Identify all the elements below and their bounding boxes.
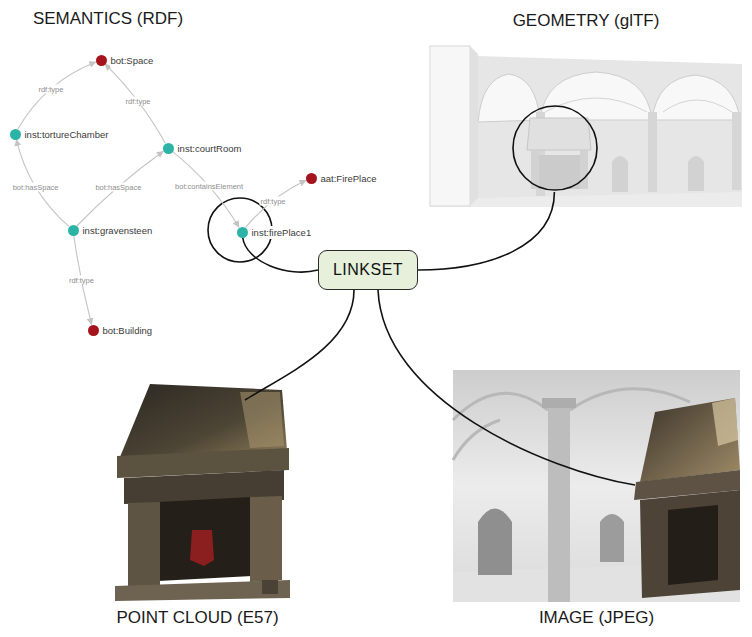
door [600, 514, 624, 562]
highlight-circle [513, 106, 597, 190]
rdf-graph: SEMANTICS (RDF) bot:Space inst:tortureCham… [0, 0, 345, 350]
edge-label: rdf:type [259, 196, 286, 205]
hood-highlight [712, 398, 738, 446]
door [478, 509, 512, 576]
node-label: bot:Building [102, 324, 154, 337]
geometry-panel: GEOMETRY (glTF) [428, 8, 744, 192]
capital [542, 398, 576, 408]
edge-label: rdf:type [37, 84, 64, 93]
back-wall [478, 56, 742, 198]
node-label: bot:Space [110, 54, 155, 67]
edge-label: rdf:type [68, 276, 95, 285]
connector [18, 62, 96, 129]
rdf-instance: inst:tortureChamber [10, 129, 21, 140]
base [262, 580, 278, 594]
vault [478, 74, 540, 122]
connector [418, 192, 554, 270]
fireplace-opening [668, 505, 718, 585]
point-cloud-panel: POINT CLOUD (E57) [105, 400, 290, 632]
node-label: aat:FirePlace [320, 172, 378, 185]
rdf-class: bot:Space [96, 55, 107, 66]
base [115, 580, 290, 601]
edge-label: bot:hasSpace [94, 182, 142, 191]
end-wall [430, 46, 470, 206]
connector [246, 180, 307, 227]
geometry-model [430, 46, 742, 207]
edge-label: rdf:type [124, 97, 151, 106]
node-label: inst:tortureChamber [24, 128, 110, 141]
rdf-class: bot:Building [88, 325, 99, 336]
connector [378, 290, 635, 485]
rdf-class: aat:FirePlace [306, 173, 317, 184]
linkset-box: LINKSET [318, 250, 418, 290]
connector [245, 290, 354, 400]
vault [652, 75, 740, 120]
chair [190, 530, 214, 566]
rdf-instance: inst:courtRoom [163, 143, 174, 154]
panel-heading: GEOMETRY (glTF) [428, 10, 744, 32]
end-wall-side [470, 46, 478, 206]
panel-heading: IMAGE (JPEG) [453, 607, 740, 629]
rdf-instance: inst:firePlace1 [237, 227, 248, 238]
connector [77, 151, 164, 226]
vault [540, 72, 652, 120]
pillar [548, 404, 570, 602]
door [612, 156, 628, 192]
jamb [250, 496, 282, 582]
node-label: inst:courtRoom [177, 142, 243, 155]
hood [120, 384, 287, 457]
fireplace-hood [640, 398, 740, 482]
rdf-instance: inst:gravensteen [68, 225, 79, 236]
fireplace-opening [539, 155, 580, 189]
fireplace-body [640, 490, 740, 598]
connector [243, 238, 318, 273]
point-cloud-fireplace [115, 384, 290, 601]
fireplace-hood [527, 118, 591, 150]
column [648, 112, 657, 192]
panel-heading: SEMANTICS (RDF) [0, 8, 216, 30]
image-panel: IMAGE (JPEG) [453, 485, 740, 632]
column [732, 112, 741, 190]
box-label: LINKSET [333, 251, 403, 289]
edge-label: bot:hasSpace [12, 183, 60, 192]
photo [453, 370, 740, 602]
jamb [128, 502, 160, 588]
edge-label: bot:containsElement [174, 182, 244, 191]
hood-highlight [240, 392, 284, 448]
fireplace-jamb [580, 150, 588, 189]
opening [158, 497, 252, 581]
node-label: inst:firePlace1 [251, 226, 313, 239]
connector [105, 64, 165, 143]
panel-heading: POINT CLOUD (E57) [105, 607, 290, 629]
door [688, 156, 704, 191]
node-label: inst:gravensteen [82, 224, 154, 237]
photo-ground [453, 370, 740, 602]
